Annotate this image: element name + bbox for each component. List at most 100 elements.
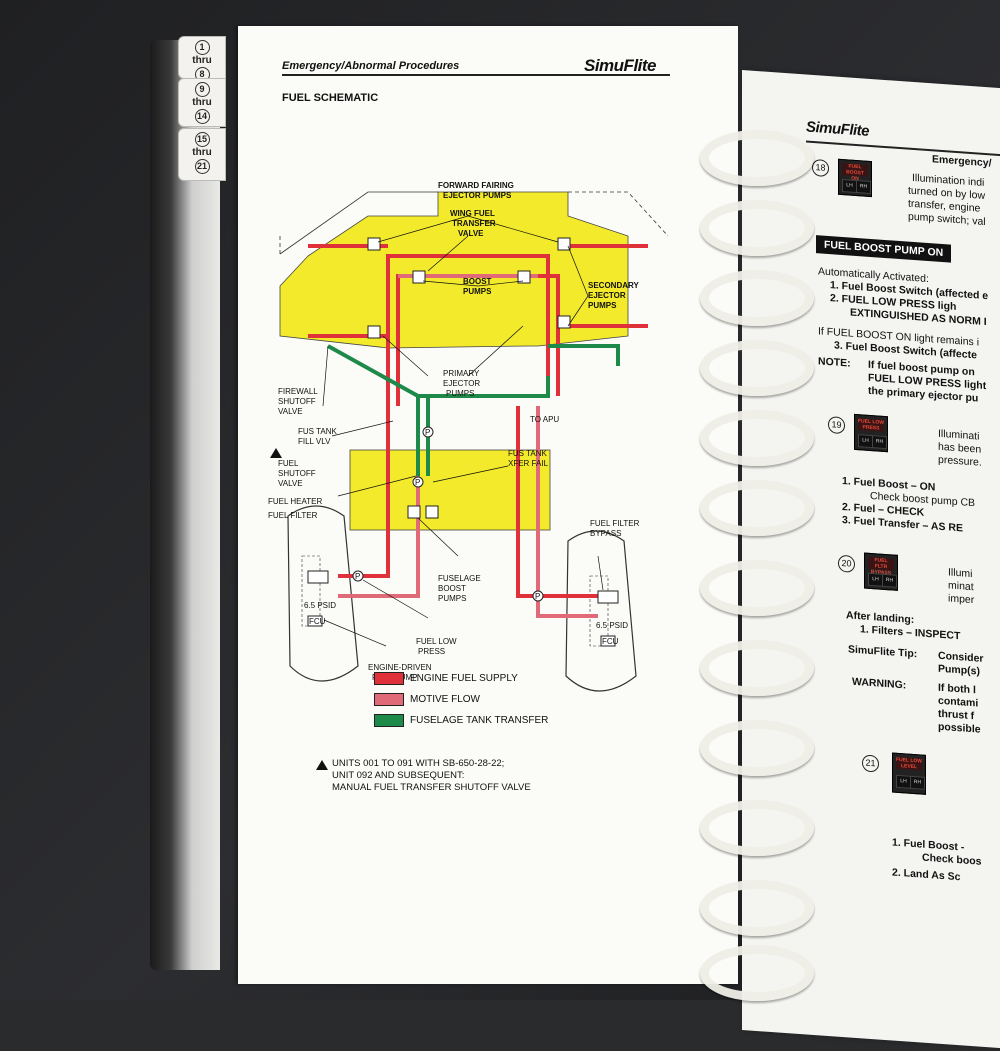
page-header: Emergency/Abnormal Procedures <box>282 60 460 72</box>
legend-item: FUSELAGE TANK TRANSFER <box>374 714 548 727</box>
annunciator-fuel-fltr-bypass: FUEL FLTR BYPASS LH RH <box>864 552 898 591</box>
label-to-apu: TO APU <box>530 415 559 424</box>
pressure-switch <box>412 476 424 488</box>
label-fcu-l: FCU <box>309 617 326 626</box>
label-engine-driven: ENGINE-DRIVEN <box>368 663 432 672</box>
tab-thru: thru <box>192 55 212 66</box>
section-header-fuel-boost-pump-on: FUEL BOOST PUMP ON <box>816 235 952 263</box>
label-p: P <box>425 428 430 437</box>
fuel-heater-r <box>597 590 619 604</box>
label-primary: PRIMARY <box>443 369 480 378</box>
annunciator-fuel-low-press: FUEL LOW PRESS LH RH <box>854 413 888 453</box>
index-tab-15-21[interactable]: 15 thru 21 <box>178 128 226 181</box>
item-number: 18 <box>812 158 829 178</box>
label-fus-tank-2: FUS TANK <box>508 449 547 458</box>
note-label: NOTE: <box>818 355 851 370</box>
label-ejector-pumps: EJECTOR PUMPS <box>443 191 512 200</box>
pressure-switch <box>422 426 434 438</box>
annunciator-rh: RH <box>910 775 925 790</box>
tip-label: SimuFlite Tip: <box>848 643 918 661</box>
item-number: 19 <box>828 416 845 435</box>
binder-ring <box>700 880 814 936</box>
label-press: PRESS <box>418 647 445 656</box>
tab-number: 9 <box>194 82 210 97</box>
label-p: P <box>355 572 360 581</box>
footnote-line: UNITS 001 TO 091 WITH SB-650-28-22; <box>332 758 505 769</box>
annunciator-lh: LH <box>842 178 857 194</box>
binder-ring <box>700 130 814 186</box>
page-header-right: Emergency/ <box>932 153 992 170</box>
boost-pump <box>517 270 531 284</box>
binder-ring <box>700 480 814 536</box>
label-fill-vlv: FILL VLV <box>298 437 331 446</box>
label-valve-2: VALVE <box>278 407 303 416</box>
warning-triangle-icon <box>316 760 328 770</box>
label-xfer-fail: XFER FAIL <box>508 459 549 468</box>
step: Check boos <box>922 851 982 868</box>
label-valve: VALVE <box>458 229 484 238</box>
wing-tank-area <box>279 191 629 349</box>
footnote: UNITS 001 TO 091 WITH SB-650-28-22; UNIT… <box>316 758 531 794</box>
ejector-pump <box>367 325 381 339</box>
label-fuel-heater: FUEL HEATER <box>268 497 322 506</box>
label-p: P <box>535 592 540 601</box>
pressure-switch <box>352 570 364 582</box>
label-fuel-filter-r: FUEL FILTER <box>590 519 640 528</box>
left-page: Emergency/Abnormal Procedures SimuFlite … <box>238 26 738 984</box>
tab-number: 21 <box>194 159 210 174</box>
annunciator-label: FUEL LOW LEVEL <box>896 756 923 771</box>
label-fcu-r: FCU <box>602 637 619 646</box>
footnote-line: MANUAL FUEL TRANSFER SHUTOFF VALVE <box>332 782 531 793</box>
fcu-l <box>307 615 323 627</box>
label-firewall: FIREWALL <box>278 387 318 396</box>
tip-text: Pump(s) <box>938 662 980 678</box>
annunciator-lh: LH <box>896 774 911 789</box>
ejector-pump <box>557 237 571 251</box>
step: 2. Land As Sc <box>892 866 961 884</box>
fcu-r <box>600 635 616 647</box>
warning-label: WARNING: <box>852 675 907 692</box>
section-title: FUEL SCHEMATIC <box>282 92 379 104</box>
label-ejector-2: EJECTOR <box>443 379 480 388</box>
fuel-schematic: FORWARD FAIRING EJECTOR PUMPS WING FUEL … <box>268 181 669 692</box>
legend-label: ENGINE FUEL SUPPLY <box>410 673 518 685</box>
label-forward-fairing: FORWARD FAIRING <box>438 181 514 190</box>
binder-ring <box>700 200 814 256</box>
binder-ring <box>700 410 814 466</box>
step: 1. Filters – INSPECT <box>860 623 961 643</box>
binder-ring <box>700 945 814 1001</box>
warning-triangle-icon <box>270 448 282 458</box>
item-text: imper <box>948 592 975 607</box>
binder-edge <box>150 40 220 970</box>
label-boost-2: BOOST <box>438 584 466 593</box>
left-nacelle <box>287 505 359 682</box>
legend-label: MOTIVE FLOW <box>410 694 480 706</box>
annunciator-label: FUEL LOW PRESS <box>858 418 885 432</box>
item-text: minat <box>948 579 974 594</box>
simuflite-logo-right: SimuFlite <box>806 118 870 140</box>
label-p: P <box>415 478 420 487</box>
binder-ring <box>700 720 814 776</box>
legend-swatch <box>374 672 404 685</box>
tab-number: 1 <box>194 40 210 55</box>
legend-label: FUSELAGE TANK TRANSFER <box>410 715 549 727</box>
legend-swatch <box>374 693 404 706</box>
right-nacelle <box>565 530 637 692</box>
item-number: 20 <box>838 554 855 573</box>
label-wing-fuel: WING FUEL <box>450 209 495 218</box>
label-fuel-filter: FUEL FILTER <box>268 511 318 520</box>
label-fuselage: FUSELAGE <box>438 574 481 583</box>
fuselage-boost-pump <box>407 505 421 519</box>
label-pumps-4: PUMPS <box>438 594 466 603</box>
tab-thru: thru <box>192 147 212 158</box>
label-fuel-low: FUEL LOW <box>416 637 457 646</box>
annunciator-lh: LH <box>858 434 873 449</box>
label-pumps-3: PUMPS <box>446 389 474 398</box>
binder-ring <box>700 800 814 856</box>
tab-number: 15 <box>194 132 210 147</box>
label-pumps: PUMPS <box>463 287 492 296</box>
index-tab-9-14[interactable]: 9 thru 14 <box>178 78 226 127</box>
index-tab-1-8[interactable]: 1 thru 8 <box>178 36 226 82</box>
annunciator-rh: RH <box>872 435 887 450</box>
annunciator-fuel-low-level: FUEL LOW LEVEL LH RH <box>892 752 926 795</box>
